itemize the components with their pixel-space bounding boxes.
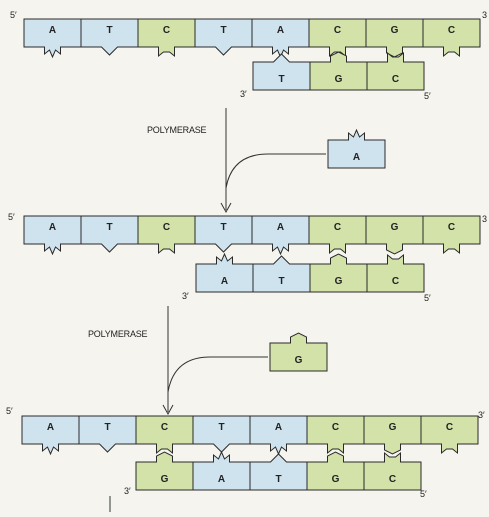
new-base-5-letter: C — [389, 474, 396, 485]
incoming-nucleotide: A — [327, 128, 386, 169]
new-strand-3-end-label: 3′ — [240, 89, 247, 99]
template-base-8-letter: C — [446, 422, 453, 433]
new-base-2-shape — [192, 450, 251, 491]
new-base-1-letter: G — [161, 474, 169, 485]
new-base-3-letter: T — [275, 474, 281, 485]
template-base-2-letter: T — [104, 422, 110, 433]
incoming-base-shape — [269, 332, 328, 372]
template-base-7-letter: G — [391, 25, 399, 36]
template-base-3-letter: C — [161, 422, 168, 433]
template-base-6-letter: C — [334, 222, 341, 233]
new-base-3-shape — [309, 253, 368, 293]
incoming-base-pathway — [225, 153, 326, 189]
template-base-8-shape — [422, 215, 481, 255]
template-base-4-letter: T — [220, 25, 226, 36]
new-base-2-shape — [309, 51, 368, 91]
template-base-5-letter: A — [275, 422, 282, 433]
panel-3: 5′ 3′ A T C T A C G C G A T G C 3′ 5′ — [6, 406, 485, 512]
new-base-1-shape — [195, 252, 254, 293]
template-base-8-shape — [420, 415, 479, 455]
new-base-3-shape — [366, 51, 425, 91]
new-base-5-shape — [363, 451, 422, 491]
new-base-1-shape — [252, 53, 311, 91]
incoming-base-letter: A — [353, 152, 360, 163]
process-arrow-head — [162, 404, 174, 416]
template-5-end-label: 5′ — [8, 212, 15, 222]
template-base-6-letter: C — [334, 25, 341, 36]
template-base-8-letter: C — [448, 222, 455, 233]
new-base-3-letter: G — [335, 276, 343, 287]
template-base-8-letter: C — [448, 25, 455, 36]
new-base-2-letter: A — [218, 474, 225, 485]
new-strand-3-end-label: 3′ — [182, 291, 189, 301]
incoming-base-shape — [327, 128, 386, 169]
new-base-4-shape — [306, 451, 365, 491]
incoming-base-letter: G — [295, 355, 303, 366]
new-strand-5-end-label: 5′ — [424, 91, 431, 101]
new-base-2-letter: G — [335, 74, 343, 85]
new-strand-5-end-label: 5′ — [420, 489, 427, 499]
template-base-1-letter: A — [49, 25, 56, 36]
template-base-3-letter: C — [163, 222, 170, 233]
template-base-4-letter: T — [218, 422, 224, 433]
template-base-5-letter: A — [277, 222, 284, 233]
template-base-3-letter: C — [163, 25, 170, 36]
template-3-end-label: 3 — [482, 214, 487, 224]
template-base-7-letter: G — [389, 422, 397, 433]
new-base-4-shape — [366, 253, 425, 293]
panel-2: 5′ 3 A T C T A C G C A T G C 3′ 5′ — [8, 212, 487, 303]
new-base-1-letter: A — [221, 276, 228, 287]
new-base-1-letter: T — [278, 74, 284, 85]
new-base-3-letter: C — [392, 74, 399, 85]
template-3-end-label: 3′ — [478, 410, 485, 420]
incoming-nucleotide: G — [269, 332, 328, 372]
template-base-2-letter: T — [106, 25, 112, 36]
template-base-7-letter: G — [391, 222, 399, 233]
new-base-2-letter: T — [278, 276, 284, 287]
step-1: POLYMERASE A — [147, 108, 386, 214]
template-3-end-label: 3 — [482, 10, 487, 20]
panel-1: 5′ 3 A T C T A C G C T G C 3′ 5′ — [10, 10, 487, 101]
template-base-4-letter: T — [220, 222, 226, 233]
template-base-1-letter: A — [49, 222, 56, 233]
step-2: POLYMERASE G — [88, 306, 328, 416]
new-base-3-shape — [249, 453, 308, 491]
new-base-2-shape — [252, 255, 311, 293]
template-base-6-letter: C — [332, 422, 339, 433]
polymerase-label: POLYMERASE — [88, 329, 148, 339]
incoming-base-pathway — [167, 356, 268, 393]
new-base-4-letter: C — [392, 276, 399, 287]
new-base-1-shape — [135, 451, 194, 491]
template-5-end-label: 5′ — [6, 406, 13, 416]
template-base-8-shape — [422, 18, 481, 58]
new-strand-3-end-label: 3′ — [124, 486, 131, 496]
new-base-4-letter: G — [332, 474, 340, 485]
template-base-1-letter: A — [47, 422, 54, 433]
template-5-end-label: 5′ — [10, 10, 17, 20]
template-base-2-letter: T — [106, 222, 112, 233]
new-strand-5-end-label: 5′ — [424, 293, 431, 303]
template-base-5-letter: A — [277, 25, 284, 36]
process-arrow-head — [220, 202, 232, 214]
polymerase-label: POLYMERASE — [147, 125, 207, 135]
